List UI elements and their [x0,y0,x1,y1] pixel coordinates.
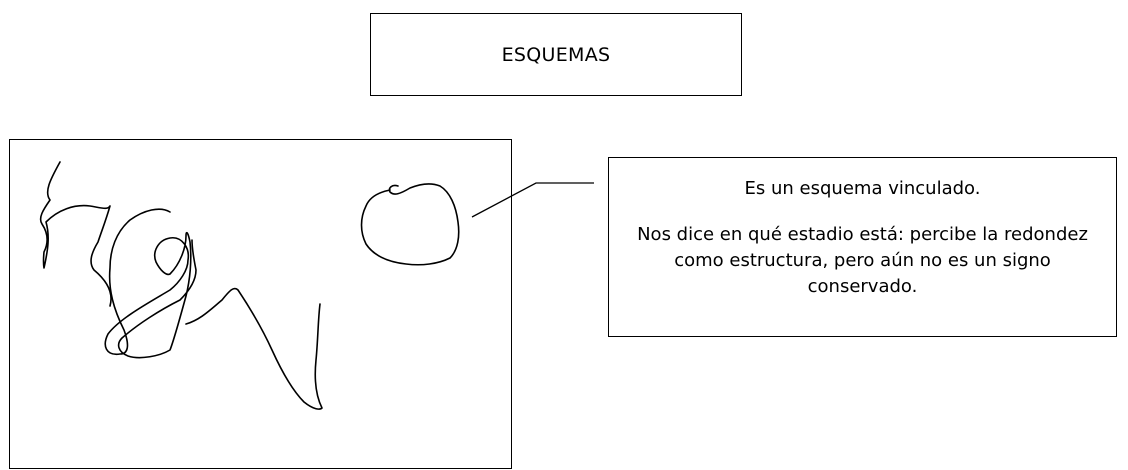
page-title-box: ESQUEMAS [370,13,742,96]
page-title: ESQUEMAS [501,43,611,66]
child-drawing-frame [9,139,512,469]
scribble-center-loops [104,208,197,359]
scribble-right-round-shape [360,183,460,266]
callout-line-2: Nos dice en qué estadio está: percibe la… [637,224,1088,297]
scribble-left-figure [39,161,112,307]
child-scribble-drawing [39,161,460,410]
callout-box: Es un esquema vinculado. Nos dice en qué… [608,157,1117,337]
callout-line-1: Es un esquema vinculado. [744,178,981,199]
scribble-tail-line [185,287,323,410]
callout-connector-line [471,182,594,218]
